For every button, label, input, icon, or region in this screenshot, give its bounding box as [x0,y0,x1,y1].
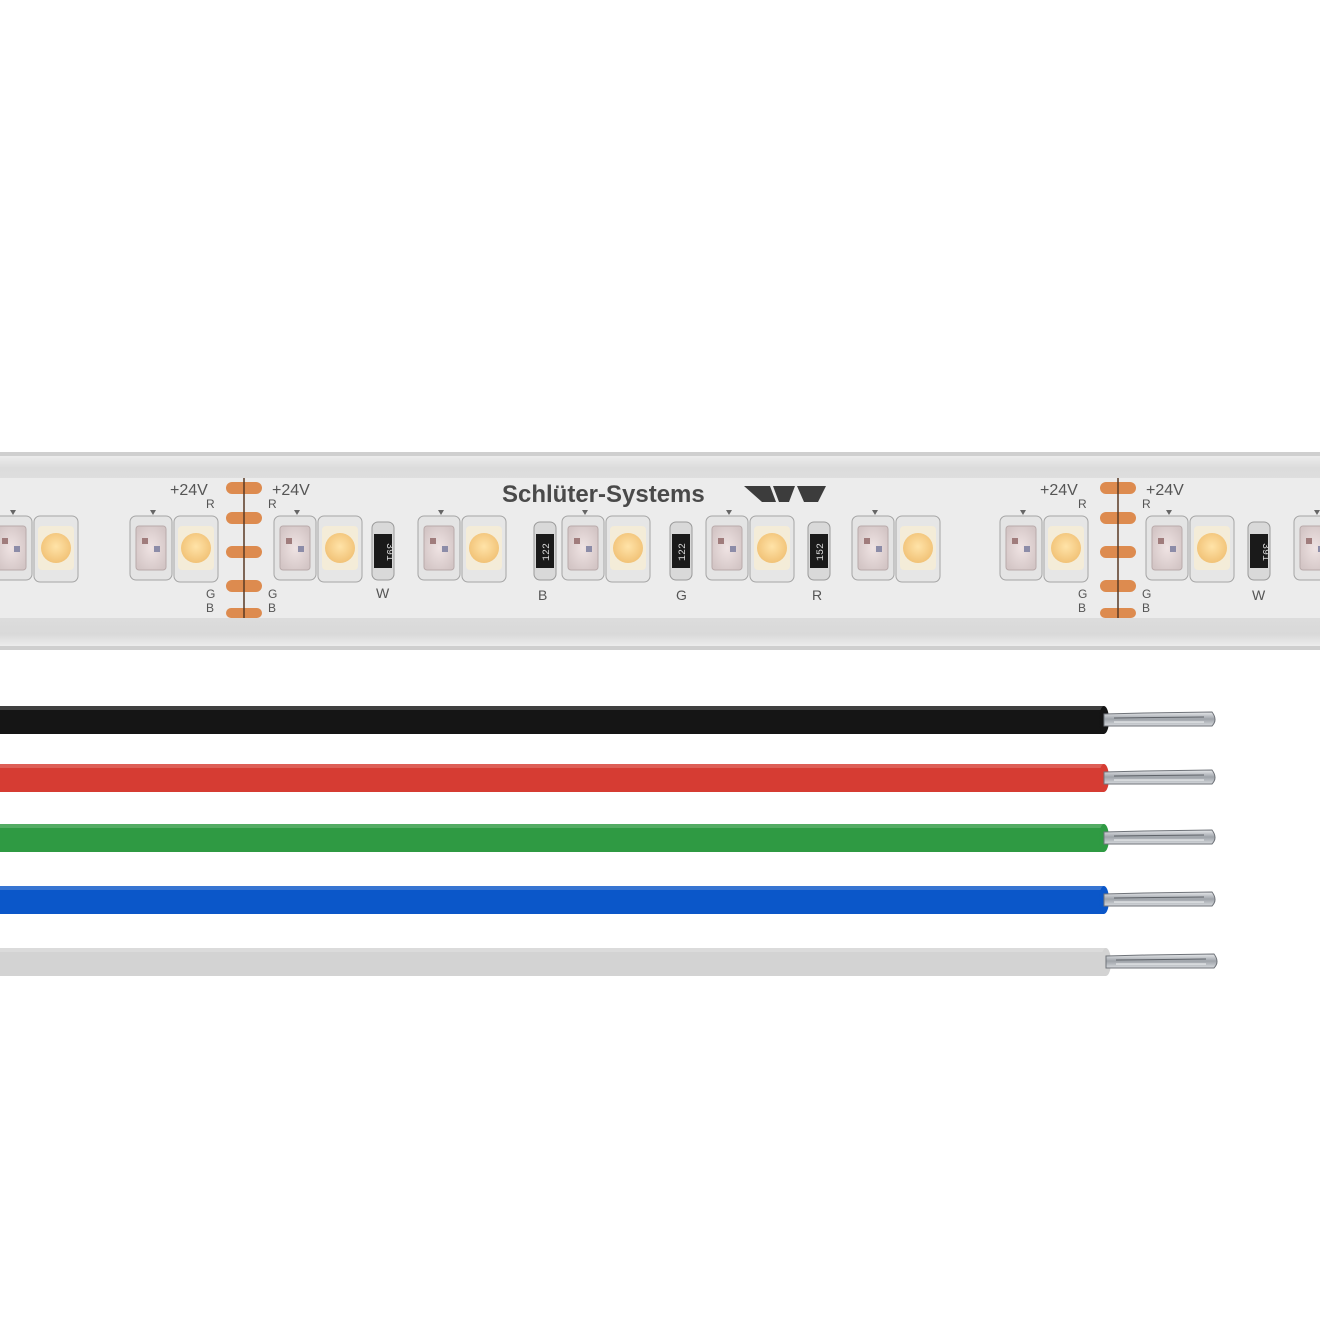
rgb-led-chip [417,510,461,581]
rgb-led-chip [999,510,1043,581]
resistor: 391 [371,521,395,581]
red-wire [0,764,1216,792]
warm-white-led-chip [1043,515,1089,583]
pad-label-g: G [206,587,215,601]
channel-label-r: R [812,587,822,603]
warm-white-led-chip [173,515,219,583]
svg-text:391: 391 [1259,543,1270,561]
svg-text:391: 391 [383,543,394,561]
voltage-label: +24V [170,482,208,499]
resistor: 391 [1247,521,1271,581]
channel-label-w: W [1252,587,1266,603]
pad-label-b: B [1078,601,1086,615]
resistor: 122 [669,521,693,581]
rgb-led-chip [1145,510,1189,581]
channel-label-w: W [376,585,390,601]
wire-conductor [1103,829,1216,845]
pad-label-r: R [206,497,215,511]
warm-white-led-chip [317,515,363,583]
rgb-led-chip [561,510,605,581]
strip-bottom-edge [0,646,1320,650]
strip-top-edge [0,452,1320,456]
rgb-led-chip [0,510,33,581]
channel-label-g: G [676,587,687,603]
pad-label-r: R [1078,497,1087,511]
black-wire [0,706,1216,734]
blue-wire [0,886,1216,914]
pad-label-r: R [1142,497,1151,511]
strip-pcb [0,478,1320,618]
solder-pads-right [1100,478,1136,618]
pad-label-g: G [1078,587,1087,601]
voltage-label: +24V [1146,482,1184,499]
rgb-led-chip [129,510,173,581]
led-strip: Schlüter-Systems +24V +24V +24 [0,452,1320,650]
channel-label-b: B [538,587,547,603]
warm-white-led-chip [605,515,651,583]
pad-label-b: B [1142,601,1150,615]
warm-white-led-chip [895,515,941,583]
pad-label-r: R [268,497,277,511]
brand-name: Schlüter-Systems [502,481,705,508]
rgb-led-chip [851,510,895,581]
rgb-led-chip [705,510,749,581]
svg-text:122: 122 [542,543,553,561]
wire-conductor [1103,769,1216,785]
pad-label-g: G [1142,587,1151,601]
wire-conductor [1103,891,1216,907]
warm-white-led-chip [33,515,79,583]
pad-label-g: G [268,587,277,601]
green-wire [0,824,1216,852]
svg-text:122: 122 [678,543,689,561]
pad-label-b: B [206,601,214,615]
svg-text:152: 152 [816,543,827,561]
wire-conductor [1103,711,1216,727]
white-wire [0,948,1218,976]
resistor: 122 [533,521,557,581]
voltage-label: +24V [272,482,310,499]
rgb-led-chip [1293,510,1320,581]
wire-bundle [0,706,1218,976]
wire-conductor [1105,953,1218,969]
resistor: 152 [807,521,831,581]
rgb-led-chip [273,510,317,581]
pad-label-b: B [268,601,276,615]
warm-white-led-chip [461,515,507,583]
solder-pads-left [226,478,262,618]
brand-logo [744,486,826,502]
voltage-label: +24V [1040,482,1078,499]
warm-white-led-chip [749,515,795,583]
warm-white-led-chip [1189,515,1235,583]
